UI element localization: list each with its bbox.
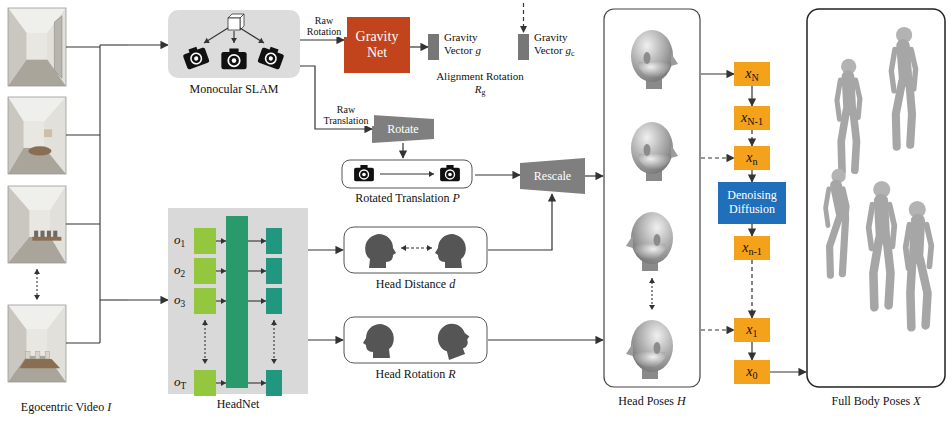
node-text: x0 xyxy=(746,365,757,379)
network-box: Gravity Net xyxy=(344,17,410,73)
node-drawing xyxy=(168,208,308,413)
node-text: Rotated Translation P xyxy=(340,191,475,206)
encoder-box: HeadNet o1 o2 o3 oT xyxy=(168,208,308,413)
flow-arrow xyxy=(488,194,552,250)
node-text: Denoising Diffusion xyxy=(718,189,786,217)
input-token: o1 xyxy=(174,228,216,254)
video-input: Egocentric Video I xyxy=(4,4,128,415)
flow-arrow xyxy=(300,39,344,40)
flow-arrow xyxy=(701,73,734,74)
flow-arrow xyxy=(410,46,428,47)
node-drawing xyxy=(4,4,128,415)
node-text: HeadNet xyxy=(168,397,308,412)
translation-box: Rotated Translation P xyxy=(340,158,475,208)
node-text: xN xyxy=(745,67,759,81)
head-box: Head Rotation R xyxy=(343,316,488,384)
node-text: o3 xyxy=(174,292,185,308)
flow-arrow xyxy=(402,143,403,158)
node-text: xn-1 xyxy=(742,241,762,255)
vector-bar: Gravity Vector gc xyxy=(518,30,592,64)
flow-arrow xyxy=(751,170,752,182)
input-token: o2 xyxy=(174,258,216,284)
node-text: Egocentric Video I xyxy=(4,400,128,415)
annotation-label: Alignment Rotation Rg xyxy=(431,70,529,96)
body-panel: Full Body Poses X xyxy=(806,8,946,413)
edge-label: Raw Rotation xyxy=(301,15,347,37)
node-text: o1 xyxy=(174,232,185,248)
node-text: Head Distance d xyxy=(343,277,488,292)
input-token: o3 xyxy=(174,288,216,314)
edge-label: Raw Translation xyxy=(318,104,374,126)
flow-arrow xyxy=(488,339,603,340)
flow-arrow xyxy=(751,86,752,106)
flow-arrow xyxy=(770,371,806,372)
node-text: Head Rotation R xyxy=(343,367,488,382)
node-drawing xyxy=(603,8,701,413)
node-text: x1 xyxy=(746,323,757,337)
diffusion-box: Denoising Diffusion xyxy=(718,182,786,224)
flow-arrow xyxy=(751,224,752,236)
node-text: xn xyxy=(746,151,757,165)
input-token: oT xyxy=(174,370,216,396)
latent-box: x1 xyxy=(734,318,770,342)
latent-box: xn xyxy=(734,146,770,170)
poses-panel: Head Poses H xyxy=(603,8,701,413)
flow-arrow xyxy=(585,175,603,176)
latent-box: xN xyxy=(734,62,770,86)
flow-arrow xyxy=(751,260,752,318)
vector-bar: Gravity Vector g xyxy=(428,30,500,64)
flow-arrow xyxy=(308,339,343,340)
head-box: Head Distance d xyxy=(343,226,488,294)
node-text: Gravity Vector gc xyxy=(534,31,592,57)
operation-trapezoid: Rescale xyxy=(520,158,585,194)
flow-arrow xyxy=(751,130,752,146)
flow-arrow xyxy=(701,157,734,158)
flow-arrow xyxy=(701,329,734,330)
dashed-input-arrow xyxy=(520,3,527,33)
node-text: Rotate xyxy=(387,122,418,137)
node-drawing xyxy=(806,8,946,413)
node-text: Rescale xyxy=(534,169,571,184)
node-text: xN-1 xyxy=(741,111,763,125)
node-text: Gravity Net xyxy=(344,29,410,61)
slam-box: Monocular SLAM xyxy=(168,10,300,100)
flow-arrow xyxy=(308,249,343,250)
flow-arrow xyxy=(751,342,752,360)
node-text: Gravity Vector g xyxy=(444,31,500,57)
flow-arrow xyxy=(475,174,520,175)
flow-arrow xyxy=(128,44,168,45)
flow-arrow xyxy=(128,299,168,300)
node-text: Monocular SLAM xyxy=(168,82,300,97)
latent-box: xN-1 xyxy=(734,106,770,130)
node-text: o2 xyxy=(174,262,185,278)
node-text: Full Body Poses X xyxy=(806,394,946,409)
operation-trapezoid: Rotate xyxy=(372,115,434,143)
node-text: Head Poses H xyxy=(603,394,701,409)
node-text: oT xyxy=(174,374,186,390)
latent-box: x0 xyxy=(734,360,770,384)
latent-box: xn-1 xyxy=(734,236,770,260)
